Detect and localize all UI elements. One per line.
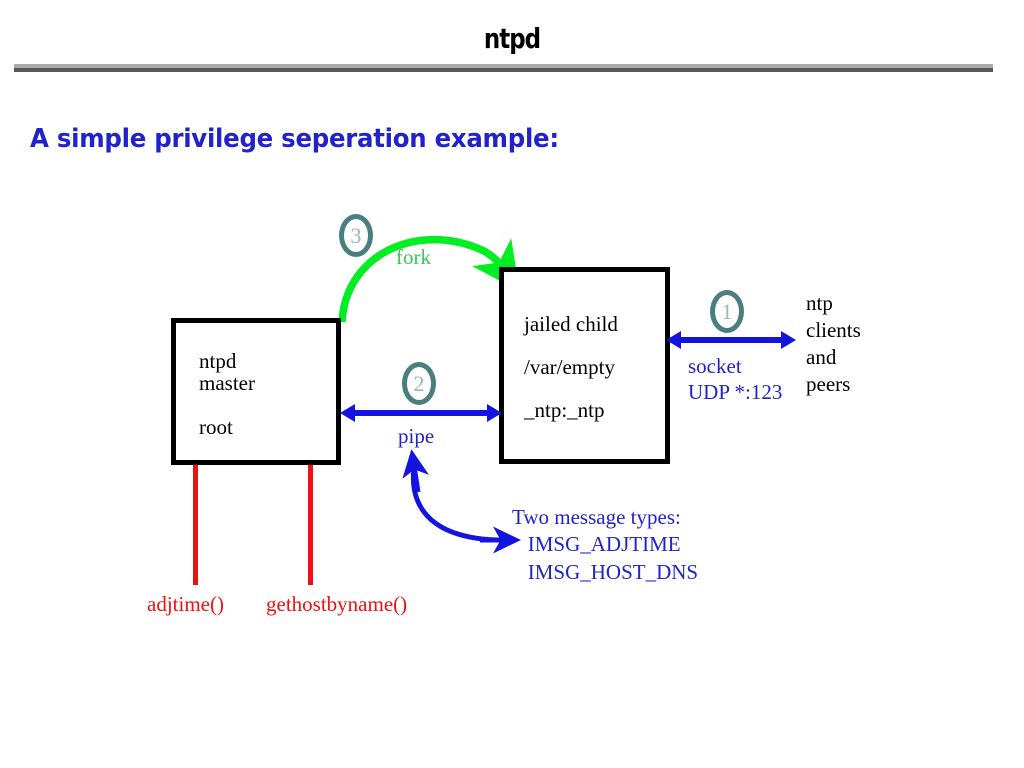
pipe-arrow [340,404,502,422]
divider-highlight [14,64,993,68]
syscall-line-adjtime [193,463,198,585]
fork-label: fork [396,245,431,269]
socket-arrow [666,331,796,349]
pipe-arrow-shaft [352,410,490,416]
ntp-clients-label: ntp clients and peers [806,291,861,396]
adjtime-label: adjtime() [147,592,224,616]
step-marker-2: 2 [402,362,436,405]
socket-arrow-head-left [666,331,681,349]
step-marker-1: 1 [710,290,744,333]
gethostbyname-label: gethostbyname() [266,592,408,616]
socket-label: socket UDP *:123 [688,354,783,405]
socket-arrow-head-right [781,331,796,349]
step-marker-3: 3 [339,214,373,257]
page-title: ntpd [483,22,541,55]
title-divider [14,64,993,72]
pipe-label: pipe [398,424,435,448]
process-box-master-label: ntpd master root [199,349,255,440]
process-box-child-label: jailed child /var/empty _ntp:_ntp [524,312,618,423]
divider-shadow [14,68,993,72]
socket-arrow-shaft [678,337,784,343]
imsg-annotation-arrow [410,465,504,543]
message-types-label: Two message types: IMSG_ADJTIME IMSG_HOS… [512,505,699,584]
process-box-ntpd-master: ntpd master root [171,318,341,465]
process-box-jailed-child: jailed child /var/empty _ntp:_ntp [499,267,670,464]
slide-subtitle: A simple privilege seperation example: [30,124,559,154]
syscall-line-gethostbyname [308,463,313,585]
imsg-arrow-head-up [402,449,430,493]
pipe-arrow-head-right [487,404,502,422]
pipe-arrow-head-left [340,404,355,422]
